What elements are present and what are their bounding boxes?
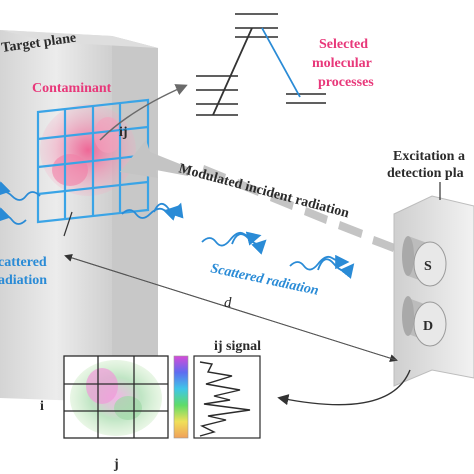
signal-plot	[193, 355, 261, 439]
plane-pointer	[63, 211, 73, 237]
modulated-radiation-label: Modulated incident radiation	[177, 161, 351, 221]
scattered-waves-left	[0, 181, 41, 225]
selected-processes-line2: molecular	[312, 56, 372, 71]
process-link-arrow	[99, 84, 188, 141]
data-return-arrow	[277, 369, 411, 406]
pixel-ij-label: ij	[119, 125, 128, 140]
excitation-plane-line1: Excitation a	[393, 149, 465, 164]
energy-level-diagram	[196, 13, 326, 116]
excitation-plane-line2: detection pla	[387, 166, 464, 181]
detector-label: D	[423, 319, 433, 334]
scattered-left-line2: adiation	[0, 273, 47, 288]
pixel-grid	[36, 98, 150, 224]
scattered-radiation-center-label: Scattered radiation	[209, 261, 320, 299]
selected-processes-line1: Selected	[319, 37, 368, 52]
contaminant-label: Contaminant	[32, 81, 112, 96]
signal-title: ij signal	[214, 339, 261, 354]
contaminant-region	[40, 104, 136, 196]
source-label: S	[424, 259, 432, 274]
selected-processes-line3: processes	[318, 75, 374, 90]
detector-cylinder	[402, 296, 447, 347]
distance-indicator	[64, 253, 398, 363]
spectrum-colorbar	[173, 355, 189, 439]
axis-j-label: j	[113, 457, 119, 472]
axis-i-label: i	[40, 399, 44, 414]
excitation-detection-plane	[393, 195, 474, 387]
incident-beam	[120, 140, 395, 252]
distance-label: d	[224, 295, 232, 311]
scattered-left-line1: cattered	[0, 255, 47, 270]
source-cylinder	[402, 236, 447, 287]
hyperspectral-map	[63, 355, 169, 439]
scattered-waves-center	[121, 202, 355, 279]
